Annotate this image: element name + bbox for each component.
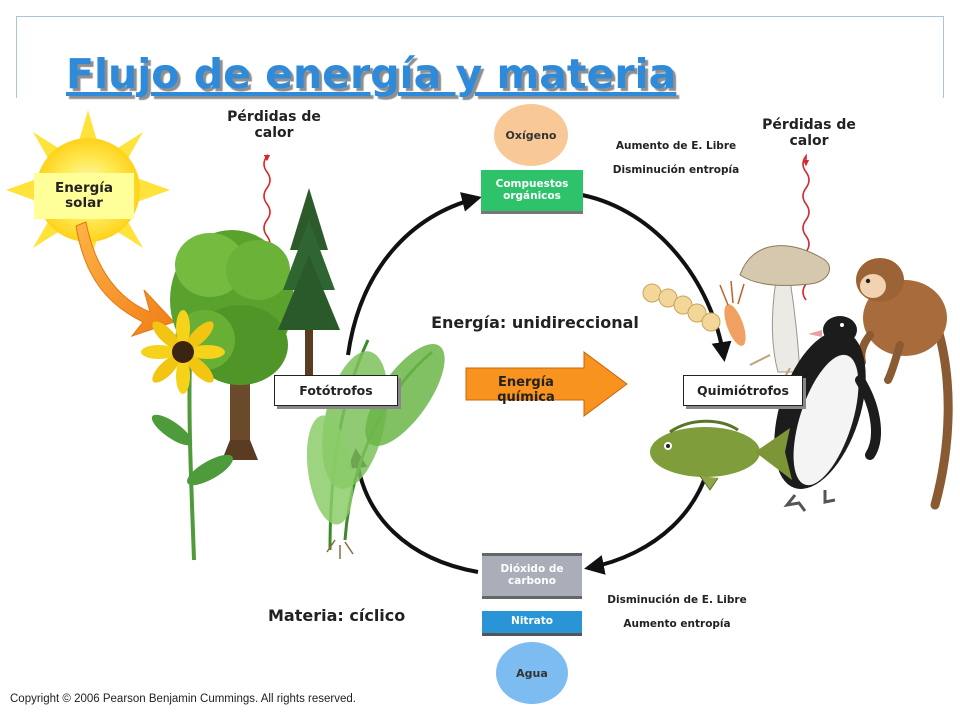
heat-loss-label-right: Pérdidas de calor <box>762 117 856 150</box>
cycle-arrow-bottom-left <box>347 448 479 574</box>
cycle-arrow-top-right <box>581 193 732 362</box>
entropy-decrease-label: Disminución entropía <box>612 164 740 176</box>
solar-energy-arrow <box>75 221 175 338</box>
oxygen-circle: Oxígeno <box>494 104 568 166</box>
heat-loss-label-left: Pérdidas de calor <box>227 109 321 142</box>
chemical-energy-arrow <box>465 351 628 417</box>
cyclic-matter-label: Materia: cíclico <box>268 606 406 625</box>
carbon-dioxide-box: Dióxido de carbono <box>482 553 582 599</box>
free-energy-increase-label: Aumento de E. Libre <box>615 140 737 152</box>
oxygen-label: Oxígeno <box>505 128 557 142</box>
organic-compounds-box: Compuestos orgánicos <box>481 170 583 214</box>
carbon-dioxide-label: Dióxido de carbono <box>500 563 564 587</box>
phototrophs-label: Fotótrofos <box>299 382 373 398</box>
chemical-energy-label: Energía química <box>497 375 555 405</box>
slide-frame-right <box>943 16 944 98</box>
nitrate-label: Nitrato <box>511 615 553 628</box>
water-circle: Agua <box>496 642 568 704</box>
slide-frame-left <box>16 16 17 98</box>
chemotrophs-illustration <box>642 245 953 512</box>
copyright-notice: Copyright © 2006 Pearson Benjamin Cummin… <box>10 693 356 705</box>
cycle-arrow-top-left <box>346 192 482 356</box>
solar-energy-box: Energía solar <box>34 173 134 219</box>
slide-title: Flujo de energía y materia <box>66 50 677 98</box>
free-energy-decrease-label: Disminución de E. Libre <box>607 594 747 606</box>
slide-frame-top <box>16 16 944 17</box>
chemotrophs-label: Quimiótrofos <box>697 382 789 398</box>
phototrophs-box: Fotótrofos <box>274 375 398 406</box>
phototrophs-illustration <box>141 188 445 561</box>
chemotrophs-box: Quimiótrofos <box>683 375 803 406</box>
solar-energy-label: Energía solar <box>54 180 114 211</box>
water-label: Agua <box>516 666 548 680</box>
unidirectional-energy-label: Energía: unidireccional <box>431 313 639 332</box>
organic-compounds-label: Compuestos orgánicos <box>495 177 569 202</box>
nitrate-box: Nitrato <box>482 611 582 636</box>
entropy-increase-label: Aumento entropía <box>623 618 731 630</box>
